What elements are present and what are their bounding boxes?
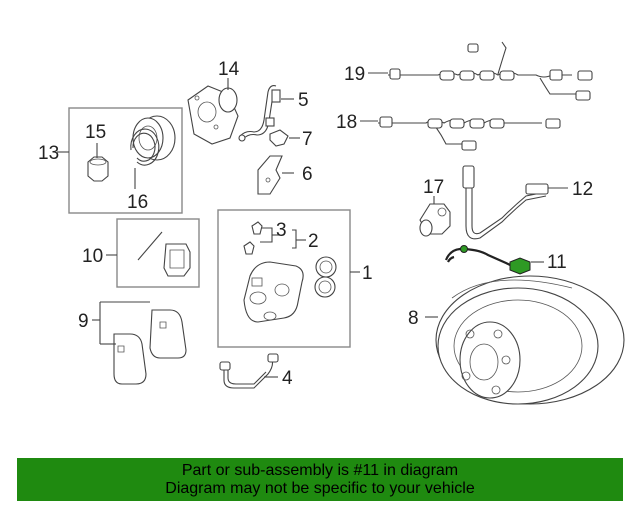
callout-17: 17 xyxy=(423,177,444,198)
brake-line-5 xyxy=(238,85,281,142)
axle-nut xyxy=(87,156,109,182)
callout-3: 3 xyxy=(276,220,287,241)
clip-7 xyxy=(269,129,289,147)
box-10 xyxy=(116,218,200,288)
caliper-seals xyxy=(314,256,337,298)
banner-line-2: Diagram may not be specific to your vehi… xyxy=(165,480,475,497)
callout-6: 6 xyxy=(302,164,313,185)
callout-19: 19 xyxy=(344,64,365,85)
box-1 xyxy=(217,209,351,348)
callout-9: 9 xyxy=(78,311,89,332)
wheel-hub xyxy=(187,85,239,145)
callout-8: 8 xyxy=(408,308,419,329)
callout-10: 10 xyxy=(82,246,103,267)
banner-line-1: Part or sub-assembly is #11 in diagram xyxy=(181,462,459,479)
brake-rotor xyxy=(435,275,625,405)
callout-14: 14 xyxy=(218,59,240,80)
brake-hose-12 xyxy=(462,165,549,240)
callout-18: 18 xyxy=(336,112,357,133)
callout-2: 2 xyxy=(308,231,319,252)
brake-line-4 xyxy=(219,353,279,389)
brake-pads xyxy=(113,309,187,385)
callout-15: 15 xyxy=(85,122,106,143)
box-13 xyxy=(68,107,183,214)
info-banner: Part or sub-assembly is #11 in diagram D… xyxy=(17,458,623,501)
snap-ring xyxy=(130,128,160,166)
callout-11: 11 xyxy=(547,252,567,273)
callout-5: 5 xyxy=(298,90,309,111)
wear-sensor-19 xyxy=(388,41,593,101)
callout-16: 16 xyxy=(127,192,148,213)
callout-7: 7 xyxy=(302,129,313,150)
callout-4: 4 xyxy=(282,368,293,389)
speed-sensor-17 xyxy=(419,203,451,237)
callout-12: 12 xyxy=(572,179,593,200)
brake-caliper xyxy=(243,261,304,323)
bleeder-screws xyxy=(243,221,263,255)
pad-hardware xyxy=(137,231,191,277)
bracket-6 xyxy=(257,155,283,195)
highlighted-part-11 xyxy=(444,245,531,275)
wear-sensor-18 xyxy=(378,116,561,151)
callout-1: 1 xyxy=(362,263,373,284)
callout-13: 13 xyxy=(38,143,59,164)
